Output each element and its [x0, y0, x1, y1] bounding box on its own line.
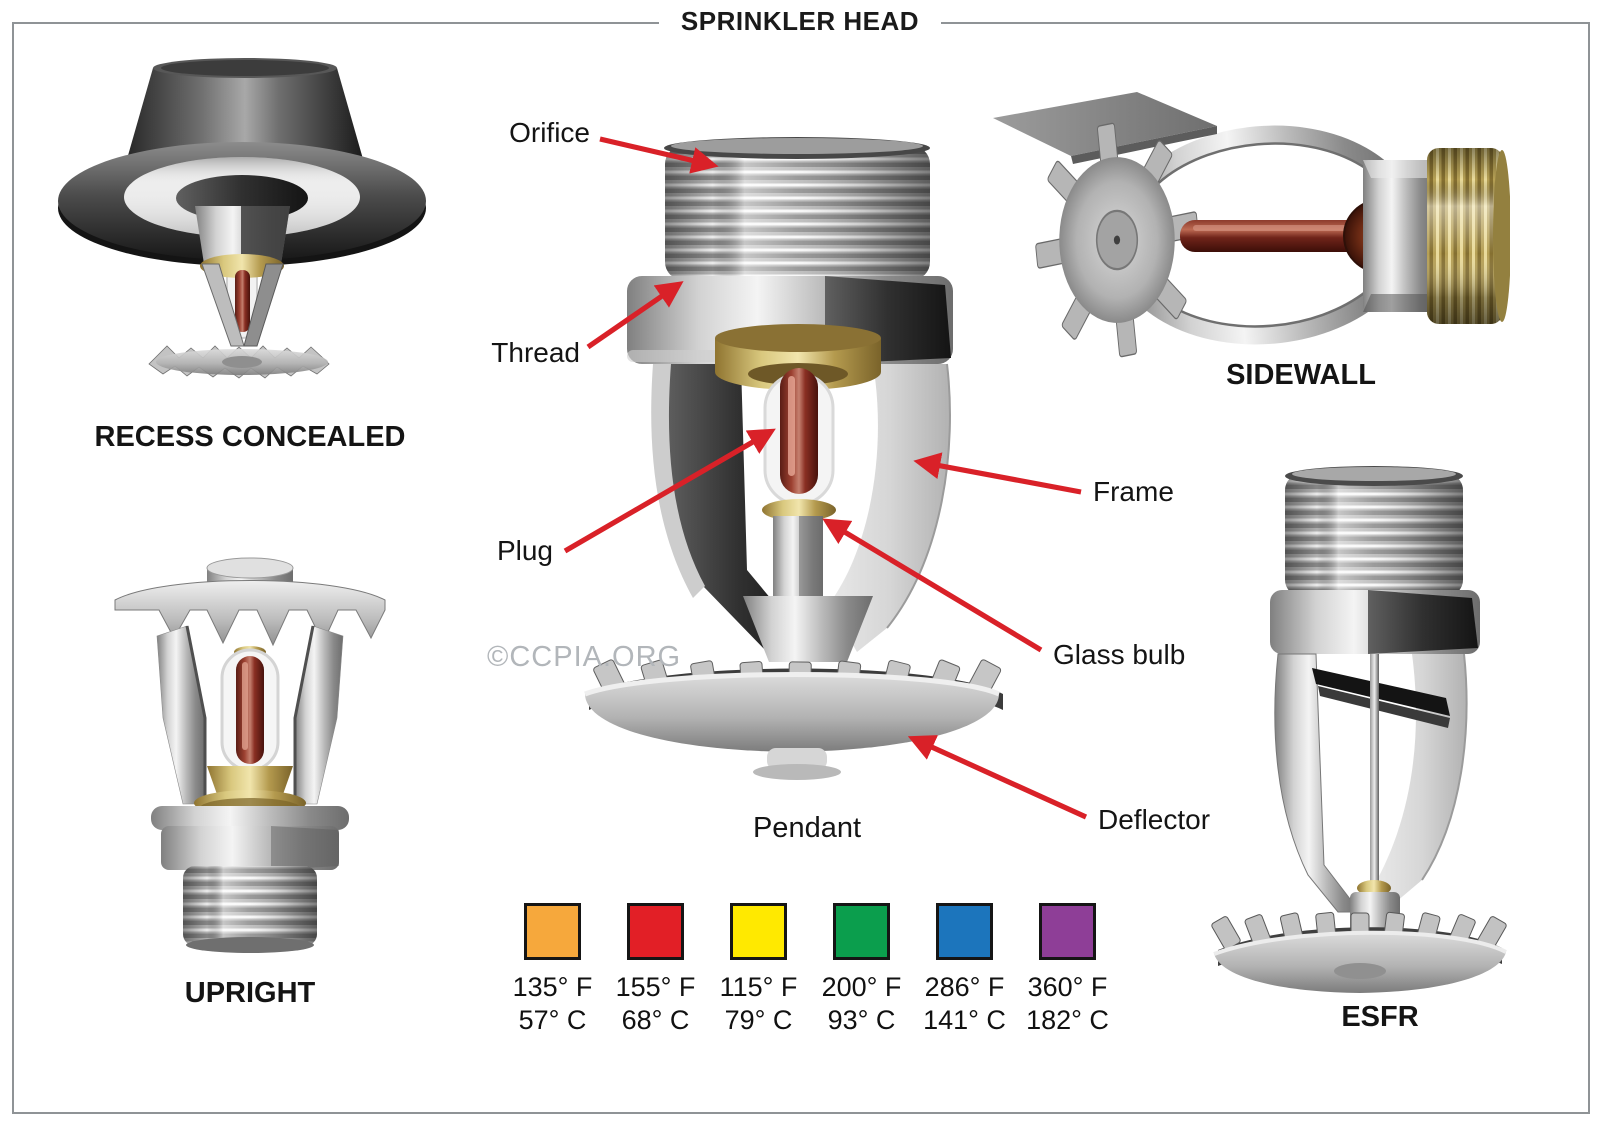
plug-label: Plug [496, 535, 553, 566]
upright-label: UPRIGHT [184, 977, 316, 1009]
legend-celsius: 79° C [724, 1005, 793, 1035]
legend-swatch-red [627, 903, 684, 960]
frame-label: Frame [1093, 476, 1174, 507]
esfr-label: ESFR [1341, 1001, 1419, 1033]
legend-swatch-orange [524, 903, 581, 960]
legend-fahrenheit: 155° F [615, 972, 696, 1002]
legend-celsius: 182° C [1026, 1005, 1109, 1035]
legend-swatch-purple [1039, 903, 1096, 960]
thread-label: Thread [491, 337, 580, 368]
orifice-label: Orifice [509, 117, 590, 148]
legend-swatch-yellow [730, 903, 787, 960]
esfr-illustration [1211, 466, 1507, 993]
legend-item: 286° F 141° C [913, 903, 1016, 1035]
legend-fahrenheit: 200° F [821, 972, 902, 1002]
sidewall-label: SIDEWALL [1226, 359, 1376, 391]
legend-item: 135° F 57° C [501, 903, 604, 1035]
legend-celsius: 141° C [923, 1005, 1006, 1035]
legend-item: 155° F 68° C [604, 903, 707, 1035]
legend-celsius: 57° C [518, 1005, 587, 1035]
legend-swatch-green [833, 903, 890, 960]
pendant-label: Pendant [752, 812, 862, 844]
page-title: SPRINKLER HEAD [0, 6, 1600, 37]
deflector-label: Deflector [1098, 804, 1211, 835]
legend-celsius: 93° C [827, 1005, 896, 1035]
watermark: ©CCPIA.ORG [487, 641, 682, 673]
legend-item: 360° F 182° C [1016, 903, 1119, 1035]
legend-fahrenheit: 286° F [924, 972, 1005, 1002]
legend-fahrenheit: 360° F [1027, 972, 1108, 1002]
recess-concealed-illustration [58, 58, 426, 379]
recess-concealed-label: RECESS CONCEALED [94, 421, 406, 453]
page-title-text: SPRINKLER HEAD [658, 6, 942, 37]
legend-celsius: 68° C [621, 1005, 690, 1035]
legend-item: 115° F 79° C [707, 903, 810, 1035]
temperature-legend: 135° F 57° C 155° F 68° C 115° F 79° C 2… [501, 903, 1119, 1035]
legend-fahrenheit: 135° F [512, 972, 593, 1002]
upright-illustration [114, 557, 386, 953]
glass-bulb-label: Glass bulb [1053, 639, 1186, 670]
legend-fahrenheit: 115° F [719, 972, 798, 1002]
legend-swatch-blue [936, 903, 993, 960]
pendant-illustration [584, 137, 1003, 780]
sidewall-illustration [993, 92, 1510, 358]
legend-item: 200° F 93° C [810, 903, 913, 1035]
